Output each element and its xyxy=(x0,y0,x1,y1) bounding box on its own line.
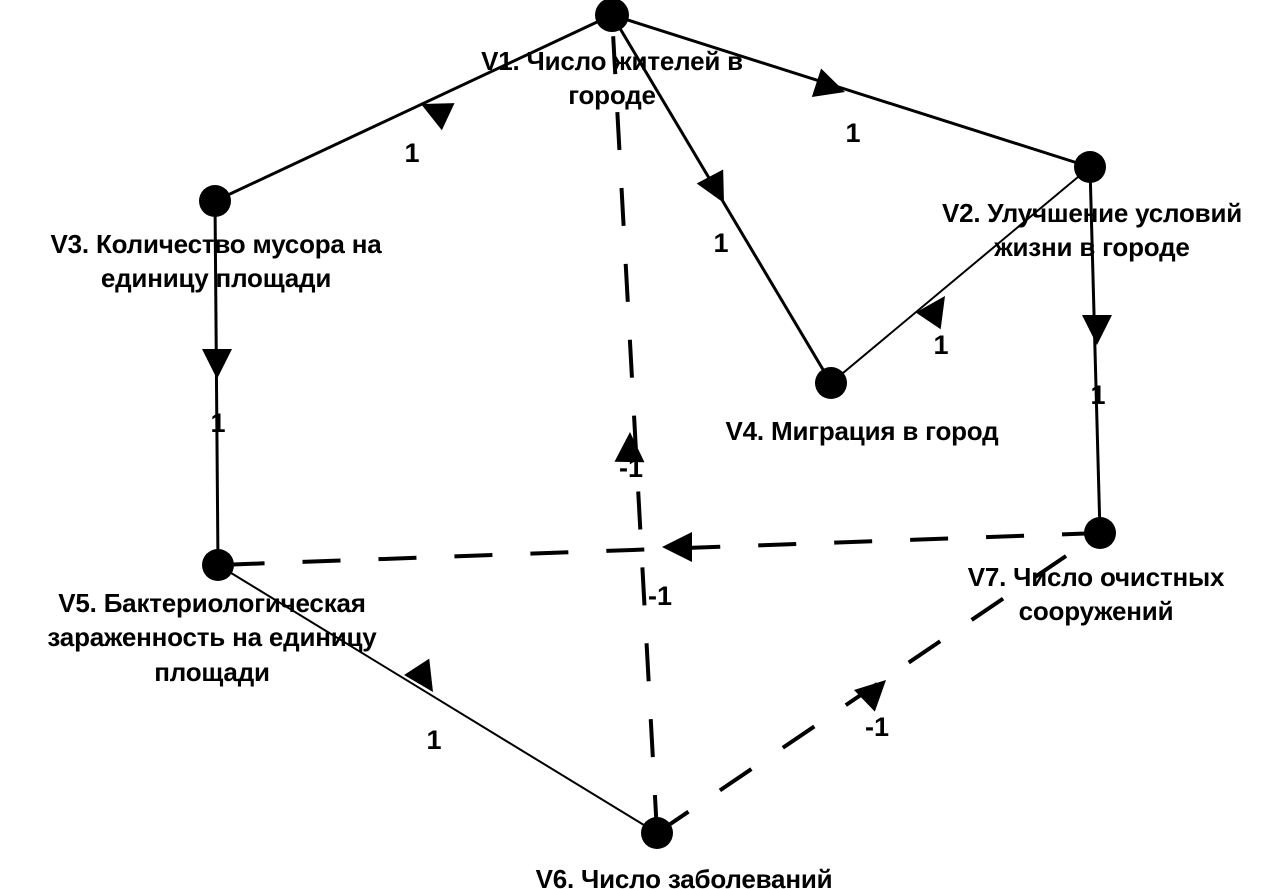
arrowhead-layer xyxy=(202,68,1112,712)
node-label-v3: V3. Количество мусора на единицу площади xyxy=(50,229,382,294)
edge-v2-to-v7 xyxy=(1088,166,1102,534)
edge-weight-v3-to-v5: 1 xyxy=(210,408,226,438)
node-v7[interactable] xyxy=(1084,517,1116,549)
node-label-v4: V4. Миграция в город xyxy=(725,416,999,446)
node-label-v2: V2. Улучшение условий жизни в городе xyxy=(941,198,1243,263)
edge-weight-v1-to-v3: 1 xyxy=(404,138,420,168)
node-label-v6: V6. Число заболеваний xyxy=(535,864,833,889)
arrowhead-v4-to-v2 xyxy=(915,296,945,330)
edge-v1-to-v2 xyxy=(611,13,1091,169)
edge-weight-v1-to-v2: 1 xyxy=(845,118,861,148)
node-v3[interactable] xyxy=(199,185,231,217)
arrowhead-v1-to-v4 xyxy=(696,169,724,203)
edge-v4-to-v2 xyxy=(830,166,1091,384)
edge-weight-v2-to-v7: 1 xyxy=(1090,380,1106,410)
edge-v5-to-v6 xyxy=(217,564,658,834)
edge-v3-to-v5 xyxy=(213,200,220,566)
arrowhead-v2-to-v7 xyxy=(1082,315,1112,345)
arrowhead-v1-to-v2 xyxy=(811,68,845,97)
node-label-v7: V7. Число очистных сооружений xyxy=(967,562,1225,627)
arrowhead-v3-to-v5 xyxy=(202,349,232,379)
node-v1[interactable] xyxy=(595,0,629,32)
edge-v1-to-v3 xyxy=(214,13,613,203)
edge-weight-v1-to-v4: 1 xyxy=(713,228,729,258)
arrowhead-v6-to-v1 xyxy=(614,432,645,463)
arrowhead-v7-to-v5 xyxy=(662,532,692,562)
edge-v6-to-v7 xyxy=(655,531,1102,835)
edge-weight-v7-to-v5: -1 xyxy=(647,581,672,611)
node-label-v5: V5. Бактериологическая зараженность на е… xyxy=(47,588,377,687)
arrowhead-v6-to-v7 xyxy=(853,680,886,712)
node-v6[interactable] xyxy=(641,817,673,849)
node-v2[interactable] xyxy=(1074,151,1106,183)
arrowhead-v1-to-v3 xyxy=(421,103,455,131)
edge-weight-v6-to-v7: -1 xyxy=(864,712,889,742)
node-v4[interactable] xyxy=(815,367,847,399)
edge-weight-v5-to-v6: 1 xyxy=(426,725,442,755)
arrowhead-v5-to-v6 xyxy=(404,658,433,692)
edge-v6-to-v1 xyxy=(610,14,659,834)
edge-weight-v6-to-v1: -1 xyxy=(618,453,643,483)
node-layer xyxy=(199,0,1116,849)
node-v5[interactable] xyxy=(202,549,234,581)
edge-weight-v4-to-v2: 1 xyxy=(933,330,949,360)
node-label-v1: V1. Число жителей в городе xyxy=(481,46,743,111)
